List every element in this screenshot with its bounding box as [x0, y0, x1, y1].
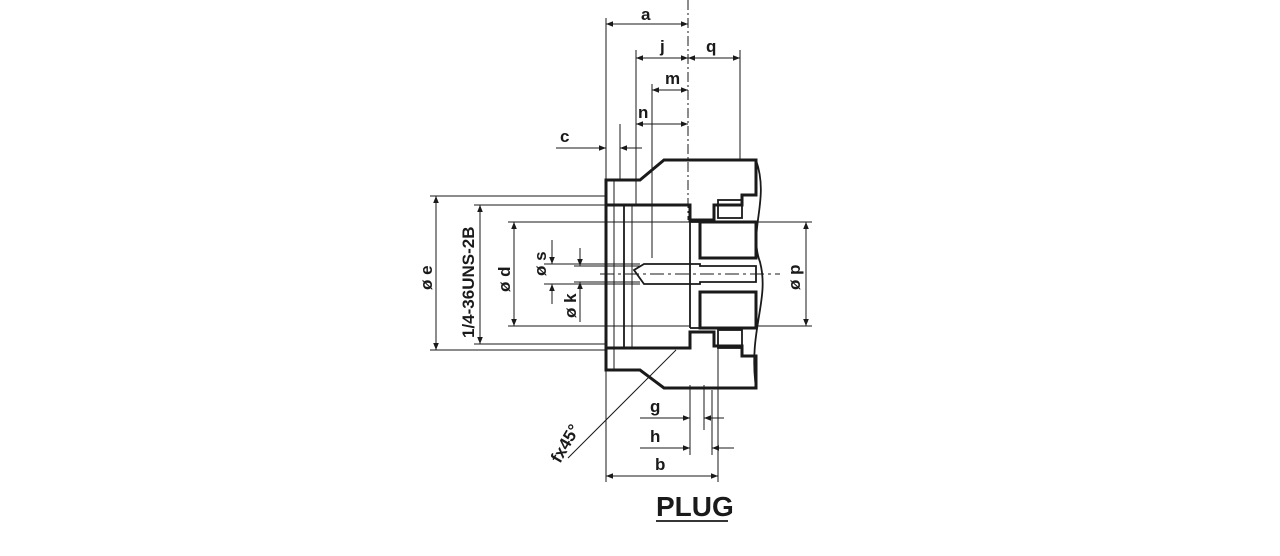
label-j: j: [659, 37, 665, 56]
label-b: b: [655, 455, 665, 474]
label-chamfer: fx45°: [547, 421, 584, 466]
label-c: c: [560, 127, 569, 146]
plug-body: [604, 158, 764, 390]
label-a: a: [641, 5, 651, 24]
body-top-section: [604, 158, 758, 222]
label-dia-s: ø s: [531, 251, 550, 276]
label-g: g: [650, 397, 660, 416]
insulator-bottom: [698, 290, 758, 330]
gasket-bottom: [717, 329, 743, 349]
label-dia-e: ø e: [417, 265, 436, 290]
label-h: h: [650, 427, 660, 446]
drawing-title: PLUG: [656, 491, 734, 522]
label-q: q: [706, 37, 716, 56]
label-thread: 1/4-36UNS-2B: [459, 227, 478, 339]
label-dia-p: ø p: [785, 265, 804, 291]
label-dia-k: ø k: [561, 293, 580, 318]
gasket-top: [717, 199, 743, 219]
label-m: m: [665, 69, 680, 88]
label-n: n: [638, 103, 648, 122]
insulator-top: [698, 220, 758, 260]
body-bottom-section: [604, 330, 758, 390]
label-dia-d: ø d: [495, 267, 514, 293]
